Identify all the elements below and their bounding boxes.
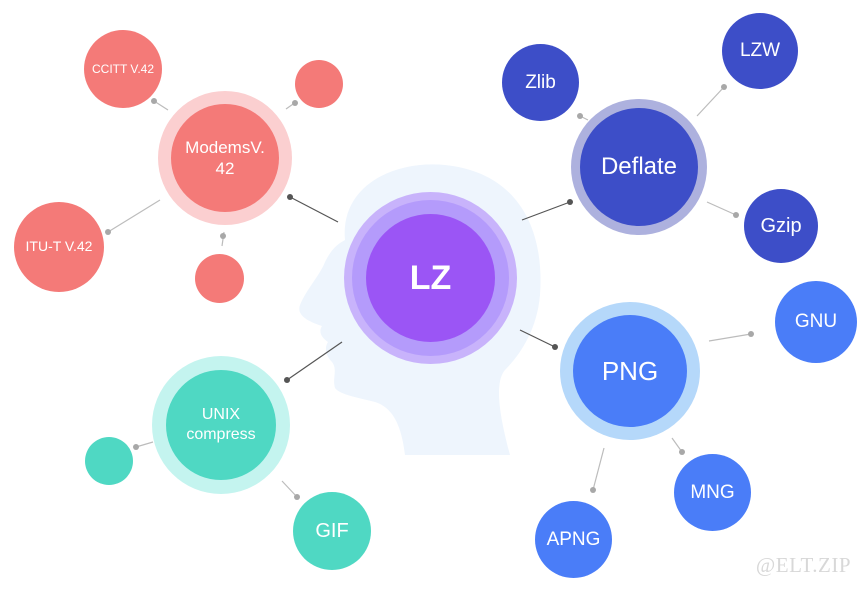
modems-blank-node-bottom[interactable]: [195, 254, 244, 303]
gzip-node[interactable]: Gzip: [744, 189, 818, 263]
watermark: @ELT.ZIP: [756, 553, 851, 578]
unix-node[interactable]: UNIX compress: [166, 370, 276, 480]
lzw-label: LZW: [740, 39, 780, 63]
gnu-node[interactable]: GNU: [775, 281, 857, 363]
apng-node[interactable]: APNG: [535, 501, 612, 578]
gnu-label: GNU: [795, 310, 837, 334]
modems-label: ModemsV. 42: [179, 137, 271, 180]
unix-label: UNIX compress: [176, 405, 266, 445]
png-label: PNG: [602, 355, 658, 388]
gif-label: GIF: [315, 519, 348, 544]
gif-node[interactable]: GIF: [293, 492, 371, 570]
deflate-label: Deflate: [601, 152, 677, 182]
modems-blank-node-top[interactable]: [295, 60, 343, 108]
lzw-node[interactable]: LZW: [722, 13, 798, 89]
gzip-label: Gzip: [760, 214, 801, 239]
mng-label: MNG: [690, 481, 734, 505]
modems-node[interactable]: ModemsV. 42: [171, 104, 279, 212]
itut-label: ITU-T V.42: [26, 238, 93, 256]
mng-node[interactable]: MNG: [674, 454, 751, 531]
center-label: LZ: [410, 257, 452, 300]
center-node[interactable]: LZ: [366, 214, 495, 342]
itut-node[interactable]: ITU-T V.42: [14, 202, 104, 292]
zlib-node[interactable]: Zlib: [502, 44, 579, 121]
png-node[interactable]: PNG: [573, 315, 687, 427]
unix-blank-node[interactable]: [85, 437, 133, 485]
ccitt-node[interactable]: CCITT V.42: [84, 30, 162, 108]
deflate-node[interactable]: Deflate: [580, 108, 698, 226]
ccitt-label: CCITT V.42: [92, 62, 154, 77]
apng-label: APNG: [547, 528, 601, 552]
zlib-label: Zlib: [525, 71, 556, 95]
